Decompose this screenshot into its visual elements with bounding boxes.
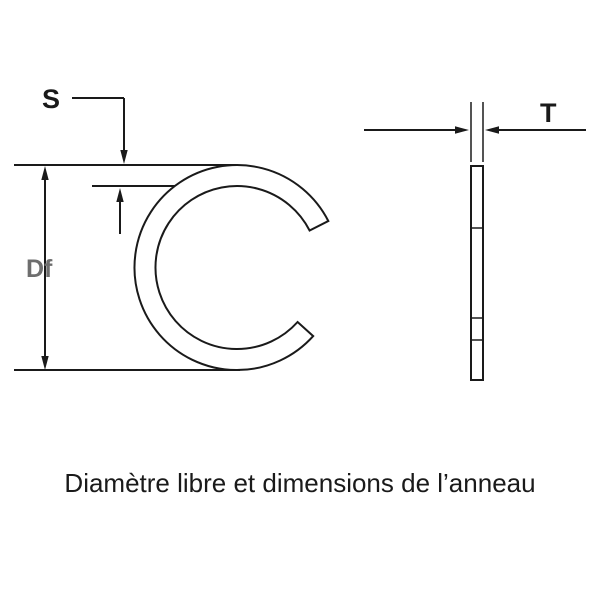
- df-arrowhead-down-icon: [41, 356, 49, 370]
- open-ring-outline: [133, 164, 330, 372]
- diagram-caption: Diamètre libre et dimensions de l’anneau: [64, 468, 535, 498]
- t-arrowhead-right-icon: [455, 126, 469, 134]
- side-view: T: [364, 98, 586, 381]
- t-arrowhead-left-icon: [485, 126, 499, 134]
- front-view: S Df: [14, 84, 330, 372]
- s-arrowhead-up-icon: [116, 188, 124, 202]
- s-arrowhead-down-icon: [120, 150, 128, 164]
- s-dimension-label: S: [42, 84, 60, 114]
- df-dimension-label: Df: [26, 255, 53, 283]
- t-dimension-label: T: [540, 98, 557, 128]
- ring-side-profile: [470, 165, 484, 381]
- df-arrowhead-up-icon: [41, 166, 49, 180]
